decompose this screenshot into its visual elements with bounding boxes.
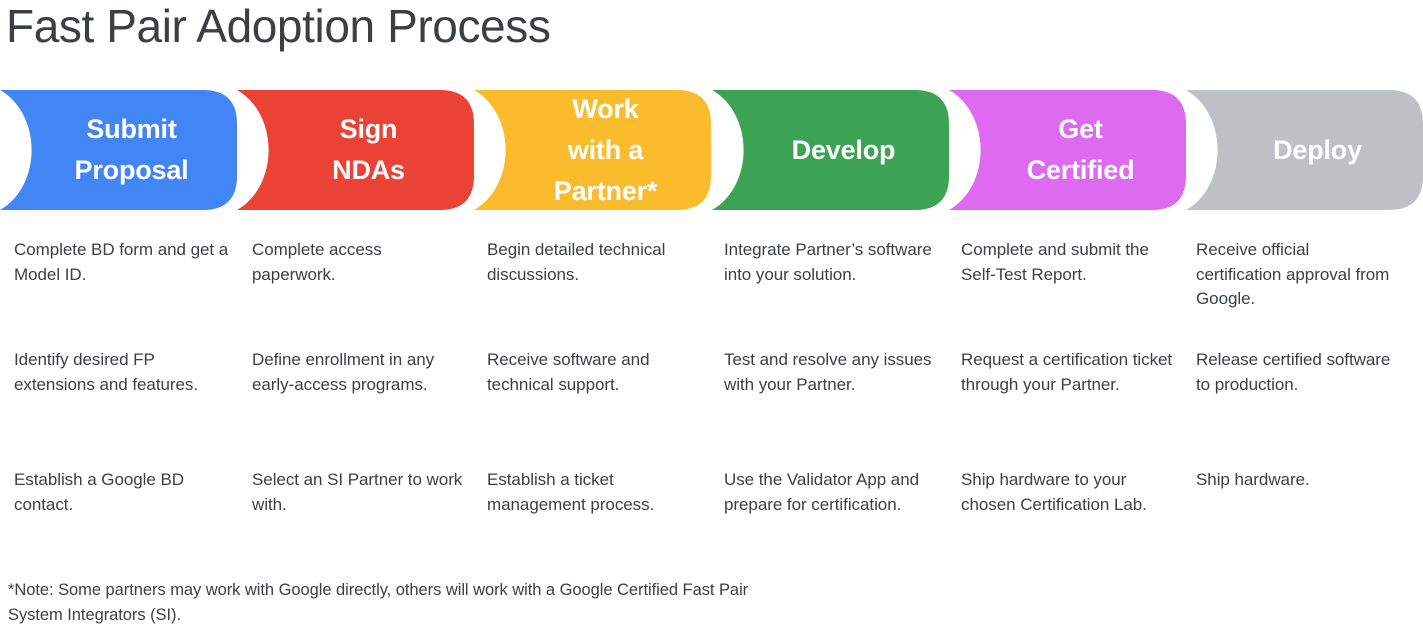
stage-label-develop: Develop <box>791 134 896 165</box>
stage-chevron-shape-develop <box>712 90 949 210</box>
stage-label-deploy: Deploy <box>1273 134 1362 165</box>
detail-columns: Complete BD form and get a Model ID. Iden… <box>0 238 1423 558</box>
page-title: Fast Pair Adoption Process <box>6 0 551 52</box>
detail-item: Use the Validator App and prepare for ce… <box>724 470 920 514</box>
detail-item: Define enrollment in any early-access pr… <box>252 350 435 394</box>
detail-item: Establish a Google BD contact. <box>14 470 184 514</box>
stage-chevron-deploy[interactable]: Deploy <box>1186 90 1423 210</box>
detail-item: Begin detailed technical discussions. <box>487 240 666 284</box>
detail-item: Select an SI Partner to work with. <box>252 470 463 514</box>
stage-chevron-shape-sign-ndas <box>237 90 474 210</box>
detail-item: Receive software and technical support. <box>487 350 650 394</box>
stage-chevron-shape-get-certified <box>949 90 1186 210</box>
detail-item: Complete BD form and get a Model ID. <box>14 240 229 284</box>
stage-chevron-shape-deploy <box>1186 90 1423 210</box>
stage-chevron-shape-submit-proposal <box>0 90 237 210</box>
footnote-text: *Note: Some partners may work with Googl… <box>8 581 749 624</box>
detail-item: Integrate Partner’s software into your s… <box>724 240 932 284</box>
detail-item: Identify desired FP extensions and featu… <box>14 350 199 394</box>
stage-chevron-develop[interactable]: Develop <box>712 90 949 210</box>
detail-item: Complete access paperwork. <box>252 240 382 284</box>
detail-item: Release certified software to production… <box>1196 350 1391 394</box>
detail-item: Request a certification ticket through y… <box>961 350 1173 394</box>
detail-item: Complete and submit the Self-Test Report… <box>961 240 1149 284</box>
detail-item: Establish a ticket management process. <box>487 470 655 514</box>
stage-chevron-shape-work-with-a-partner <box>474 90 711 210</box>
detail-item: Ship hardware. <box>1196 470 1310 489</box>
detail-item: Ship hardware to your chosen Certificati… <box>961 470 1147 514</box>
detail-item: Receive official certification approval … <box>1196 240 1390 308</box>
detail-item: Test and resolve any issues with your Pa… <box>724 350 932 394</box>
